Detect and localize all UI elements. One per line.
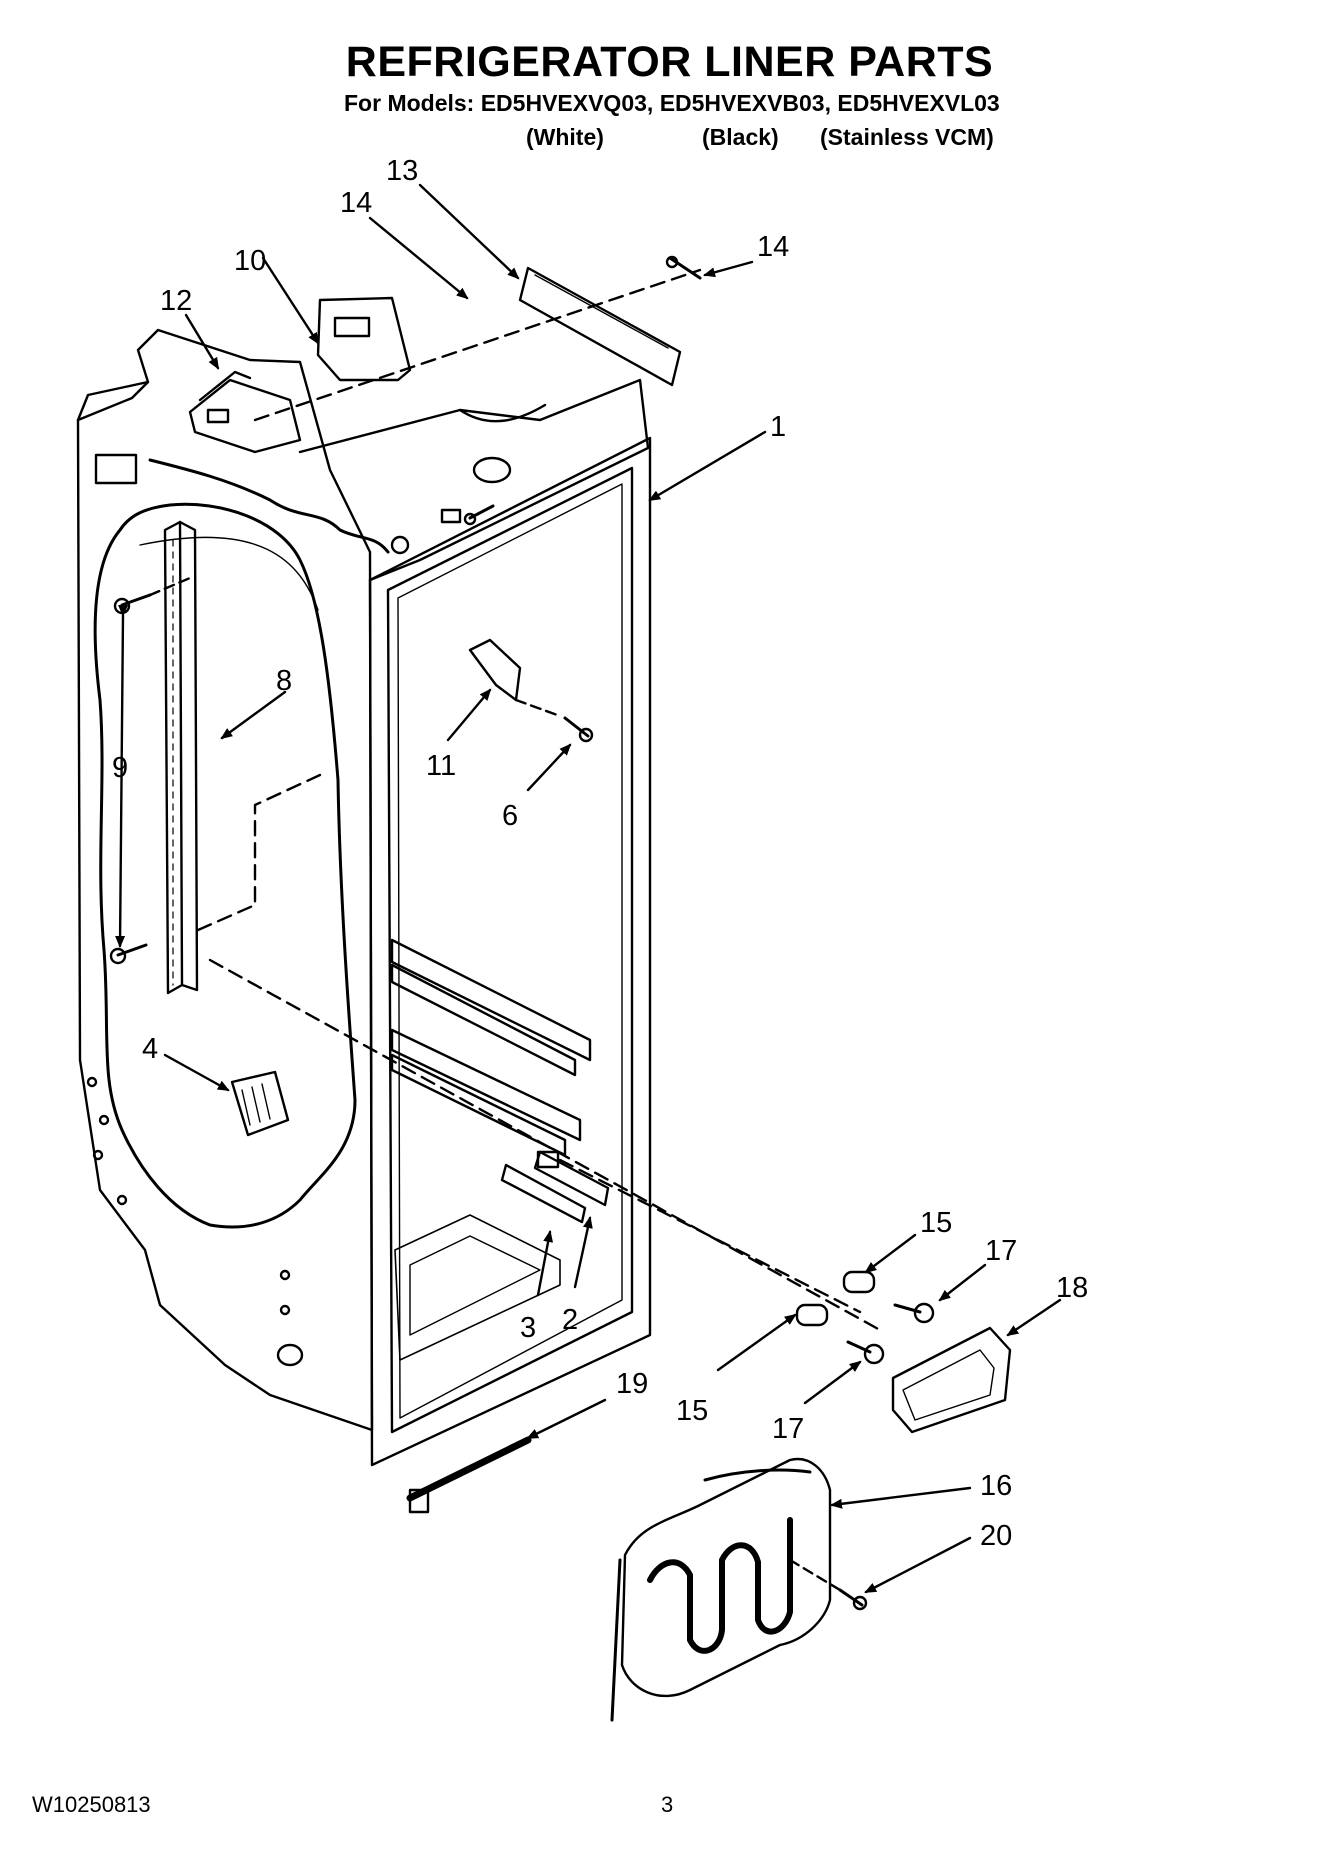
housing-part-18 (891, 1326, 1012, 1434)
screw-part-14-right (665, 255, 702, 280)
bracket-part-2 (533, 1150, 610, 1207)
callout-17-upper: 17 (985, 1235, 1017, 1267)
screw-part-14-left (463, 504, 495, 526)
vent-part-4 (230, 1070, 290, 1137)
heater-part-16 (610, 1457, 832, 1722)
callout-10: 10 (234, 245, 266, 277)
variant-white: (White) (526, 124, 604, 150)
screw-part-6 (563, 716, 594, 743)
document-number: W10250813 (32, 1792, 151, 1817)
callout-2: 2 (562, 1304, 578, 1336)
fastener-part-17-lower (846, 1340, 885, 1365)
callout-16: 16 (980, 1470, 1012, 1502)
callout-17-lower: 17 (772, 1413, 804, 1445)
callout-numbers: 13 14 14 10 12 1 8 9 11 6 4 3 2 15 17 18… (112, 155, 1088, 1552)
callout-20: 20 (980, 1520, 1012, 1552)
shelf-ladder-part-8 (163, 520, 199, 995)
callout-6: 6 (502, 800, 518, 832)
variant-black: (Black) (702, 124, 779, 150)
screw-part-20 (838, 1588, 868, 1611)
callout-18: 18 (1056, 1272, 1088, 1304)
models-line: For Models: ED5HVEXVQ03, ED5HVEXVB03, ED… (344, 90, 1000, 116)
callout-4: 4 (142, 1033, 158, 1065)
callout-15-upper: 15 (920, 1207, 952, 1239)
callout-leaders (163, 183, 1062, 1594)
page-title: REFRIGERATOR LINER PARTS (345, 38, 994, 86)
bracket-part-3 (500, 1163, 587, 1224)
variant-stainless: (Stainless VCM) (820, 124, 994, 150)
bracket-part-11 (468, 638, 522, 702)
callout-11: 11 (426, 750, 456, 782)
bracket-part-10 (316, 296, 412, 382)
screw-part-9-bottom (109, 943, 148, 965)
liner-cabinet (76, 328, 652, 1467)
callout-14-right: 14 (757, 231, 789, 263)
clip-part-15-upper (842, 1270, 876, 1294)
cable-tie-part-19 (406, 1436, 532, 1514)
callout-12: 12 (160, 285, 192, 317)
screw-part-9-top (113, 593, 152, 615)
callout-9: 9 (112, 752, 128, 784)
callout-8: 8 (276, 665, 292, 697)
page-number: 3 (661, 1792, 674, 1817)
callout-14-top: 14 (340, 187, 372, 219)
callout-19: 19 (616, 1368, 648, 1400)
callout-3: 3 (520, 1312, 536, 1344)
callout-1: 1 (770, 411, 786, 443)
callout-15-lower: 15 (676, 1395, 708, 1427)
control-housing-part-12 (188, 370, 302, 454)
fastener-part-17-upper (893, 1302, 935, 1324)
channel-part-13 (518, 266, 682, 387)
clip-part-15-lower (795, 1303, 829, 1327)
callout-13: 13 (386, 155, 418, 187)
